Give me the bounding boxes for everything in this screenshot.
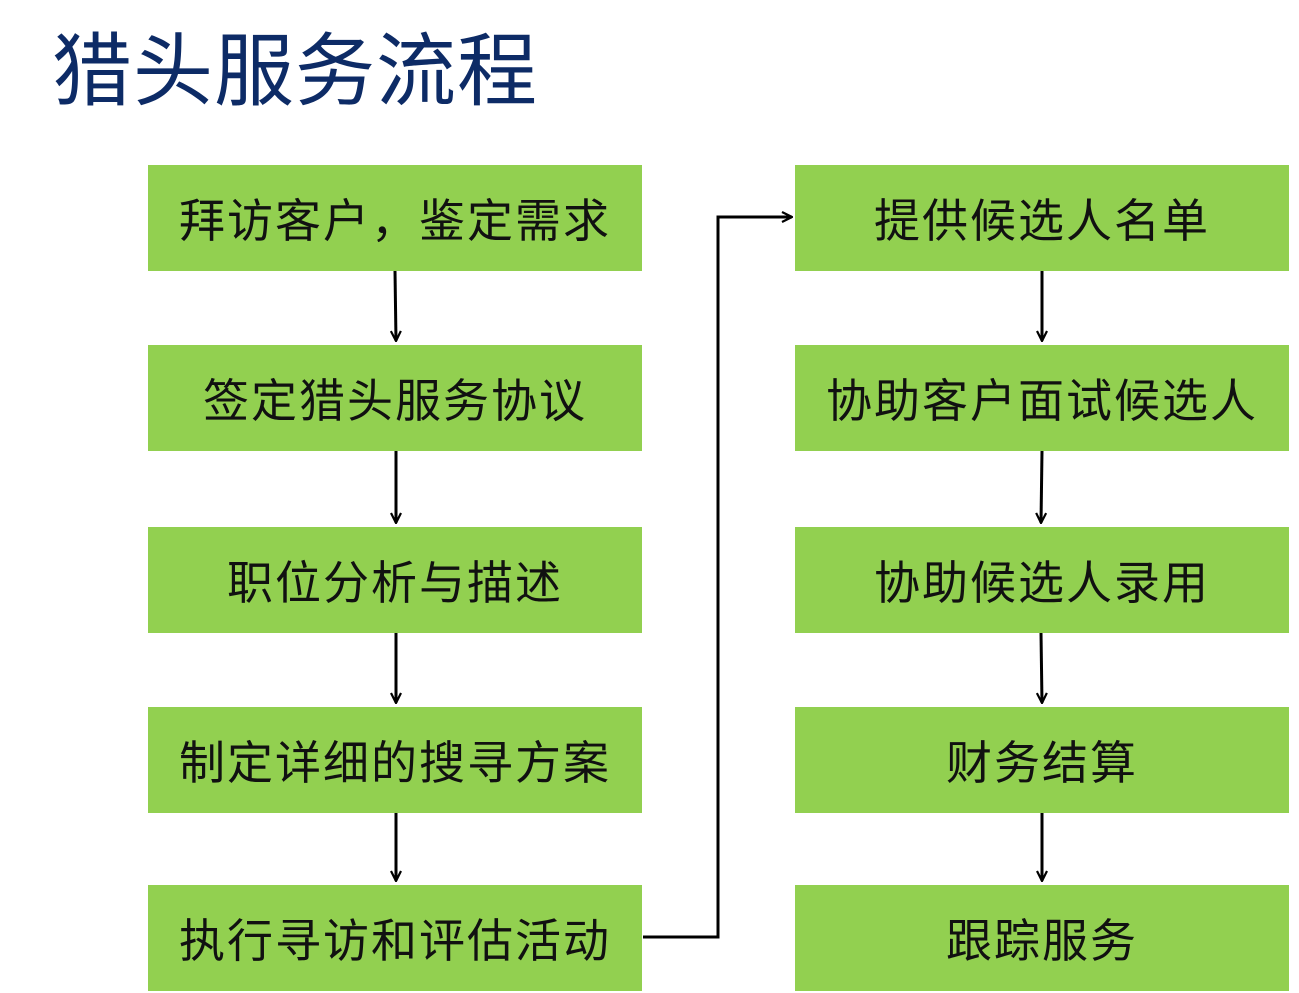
step-assist-hiring: 协助候选人录用 bbox=[795, 527, 1289, 633]
step-financial-settlement: 财务结算 bbox=[795, 707, 1289, 813]
arrow-left-1-2 bbox=[395, 270, 396, 341]
step-candidate-list: 提供候选人名单 bbox=[795, 165, 1289, 271]
step-visit-client: 拜访客户，鉴定需求 bbox=[148, 165, 642, 271]
page-title: 猎头服务流程 bbox=[52, 25, 538, 118]
step-assist-interview: 协助客户面试候选人 bbox=[795, 345, 1289, 451]
arrow-right-3-4 bbox=[1041, 632, 1042, 703]
step-sign-agreement: 签定猎头服务协议 bbox=[148, 345, 642, 451]
arrow-right-2-3 bbox=[1041, 450, 1042, 523]
arrow-cross-left-to-right bbox=[643, 217, 792, 939]
step-follow-up: 跟踪服务 bbox=[795, 885, 1289, 991]
step-execute-search: 执行寻访和评估活动 bbox=[148, 885, 642, 991]
step-search-plan: 制定详细的搜寻方案 bbox=[148, 707, 642, 813]
step-job-analysis: 职位分析与描述 bbox=[148, 527, 642, 633]
